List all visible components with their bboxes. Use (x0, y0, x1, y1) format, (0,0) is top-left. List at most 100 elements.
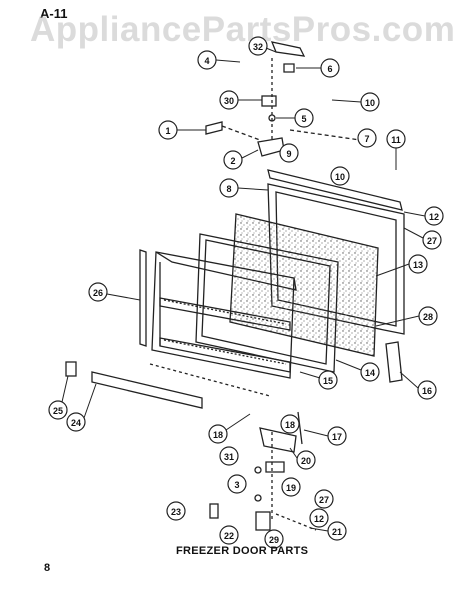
page-code: A-11 (40, 6, 68, 21)
callout-9: 9 (279, 143, 299, 163)
page-number: 8 (44, 562, 51, 574)
callout-6: 6 (320, 58, 340, 78)
callout-16-label: 16 (422, 386, 432, 396)
leader-20 (289, 447, 298, 459)
callout-14: 14 (360, 362, 380, 382)
door-top-trim (267, 169, 403, 211)
leader-10-top (331, 99, 362, 103)
dash-guide-21 (275, 513, 317, 531)
callout-24-label: 24 (71, 418, 81, 428)
callout-18-left: 18 (208, 424, 228, 444)
callout-27-bottom-label: 27 (319, 495, 329, 505)
callout-2-label: 2 (230, 156, 235, 166)
leader-27-top (403, 227, 424, 239)
leader-14 (335, 359, 362, 371)
callout-31-label: 31 (224, 452, 234, 462)
callout-15: 15 (318, 370, 338, 390)
callout-8: 8 (219, 178, 239, 198)
callout-25-label: 25 (53, 406, 63, 416)
callout-29: 29 (264, 529, 284, 549)
callout-30-label: 30 (224, 96, 234, 106)
callout-14-label: 14 (365, 368, 375, 378)
callout-17-label: 17 (332, 432, 342, 442)
callout-22: 22 (219, 525, 239, 545)
callout-25: 25 (48, 400, 68, 420)
inner-door-liner (151, 251, 295, 379)
callout-12-top-label: 12 (429, 212, 439, 222)
washer-31 (254, 466, 262, 474)
leader-17 (303, 429, 329, 437)
callout-26: 26 (88, 282, 108, 302)
side-strip (139, 249, 147, 347)
callout-13: 13 (408, 254, 428, 274)
leader-21 (309, 527, 329, 532)
callout-1: 1 (158, 120, 178, 140)
callout-9-label: 9 (286, 149, 291, 159)
callout-2: 2 (223, 150, 243, 170)
bottom-hinge-bracket (259, 427, 297, 453)
side-rod-17 (297, 411, 303, 445)
dash-guide-7 (289, 129, 361, 141)
callout-12-bottom: 12 (309, 508, 329, 528)
door-gasket-inner (201, 239, 331, 365)
callout-20: 20 (296, 450, 316, 470)
callout-group: 32 4 6 30 10 5 1 7 11 2 9 10 8 12 27 13 … (48, 36, 444, 549)
bracket-23 (209, 503, 219, 519)
top-hinge-bracket (270, 41, 306, 57)
callout-23-label: 23 (171, 507, 181, 517)
callout-24: 24 (66, 412, 86, 432)
leader-13 (375, 263, 410, 277)
hinge-block-19 (265, 461, 285, 473)
callout-6-label: 6 (327, 64, 332, 74)
callout-12-top: 12 (424, 206, 444, 226)
leader-28 (375, 315, 420, 327)
callout-18-right-label: 18 (285, 420, 295, 430)
callout-10-top: 10 (360, 92, 380, 112)
callout-5-label: 5 (301, 114, 306, 124)
leader-12-top (403, 211, 426, 217)
callout-27-top: 27 (422, 230, 442, 250)
callout-27-top-label: 27 (427, 236, 437, 246)
callout-12-bottom-label: 12 (314, 514, 324, 524)
leader-25 (61, 375, 69, 403)
callout-7: 7 (357, 128, 377, 148)
kick-plate-guide (149, 363, 271, 397)
washer-3 (254, 494, 262, 502)
leader-18-left (225, 413, 251, 431)
callout-7-label: 7 (364, 134, 369, 144)
leader-2 (241, 149, 259, 159)
leader-24 (83, 383, 97, 419)
callout-10-top-label: 10 (365, 98, 375, 108)
dash-guide-1 (221, 125, 261, 141)
callout-5: 5 (294, 108, 314, 128)
callout-4: 4 (197, 50, 217, 70)
callout-28: 28 (418, 306, 438, 326)
leader-32 (265, 47, 277, 53)
callout-16: 16 (417, 380, 437, 400)
callout-32: 32 (248, 36, 268, 56)
callout-3: 3 (227, 474, 247, 494)
callout-21: 21 (327, 521, 347, 541)
liner-top-lip (155, 251, 297, 291)
insulation-panel (229, 213, 379, 357)
callout-8-label: 8 (226, 184, 231, 194)
watermark: AppliancePartsPros.com (30, 10, 456, 49)
callout-22-label: 22 (224, 531, 234, 541)
callout-19: 19 (281, 477, 301, 497)
callout-21-label: 21 (332, 527, 342, 537)
bracket-1 (205, 121, 223, 135)
callout-29-label: 29 (269, 535, 279, 545)
callout-19-label: 19 (286, 483, 296, 493)
callout-31: 31 (219, 446, 239, 466)
diagram-caption: FREEZER DOOR PARTS (176, 545, 309, 557)
callout-20-label: 20 (301, 456, 311, 466)
callout-11-label: 11 (391, 135, 401, 145)
callout-13-label: 13 (413, 260, 423, 270)
leader-8 (237, 187, 269, 191)
leader-15 (299, 371, 321, 379)
callout-23: 23 (166, 501, 186, 521)
callout-15-label: 15 (323, 376, 333, 386)
kick-plate (91, 371, 203, 409)
